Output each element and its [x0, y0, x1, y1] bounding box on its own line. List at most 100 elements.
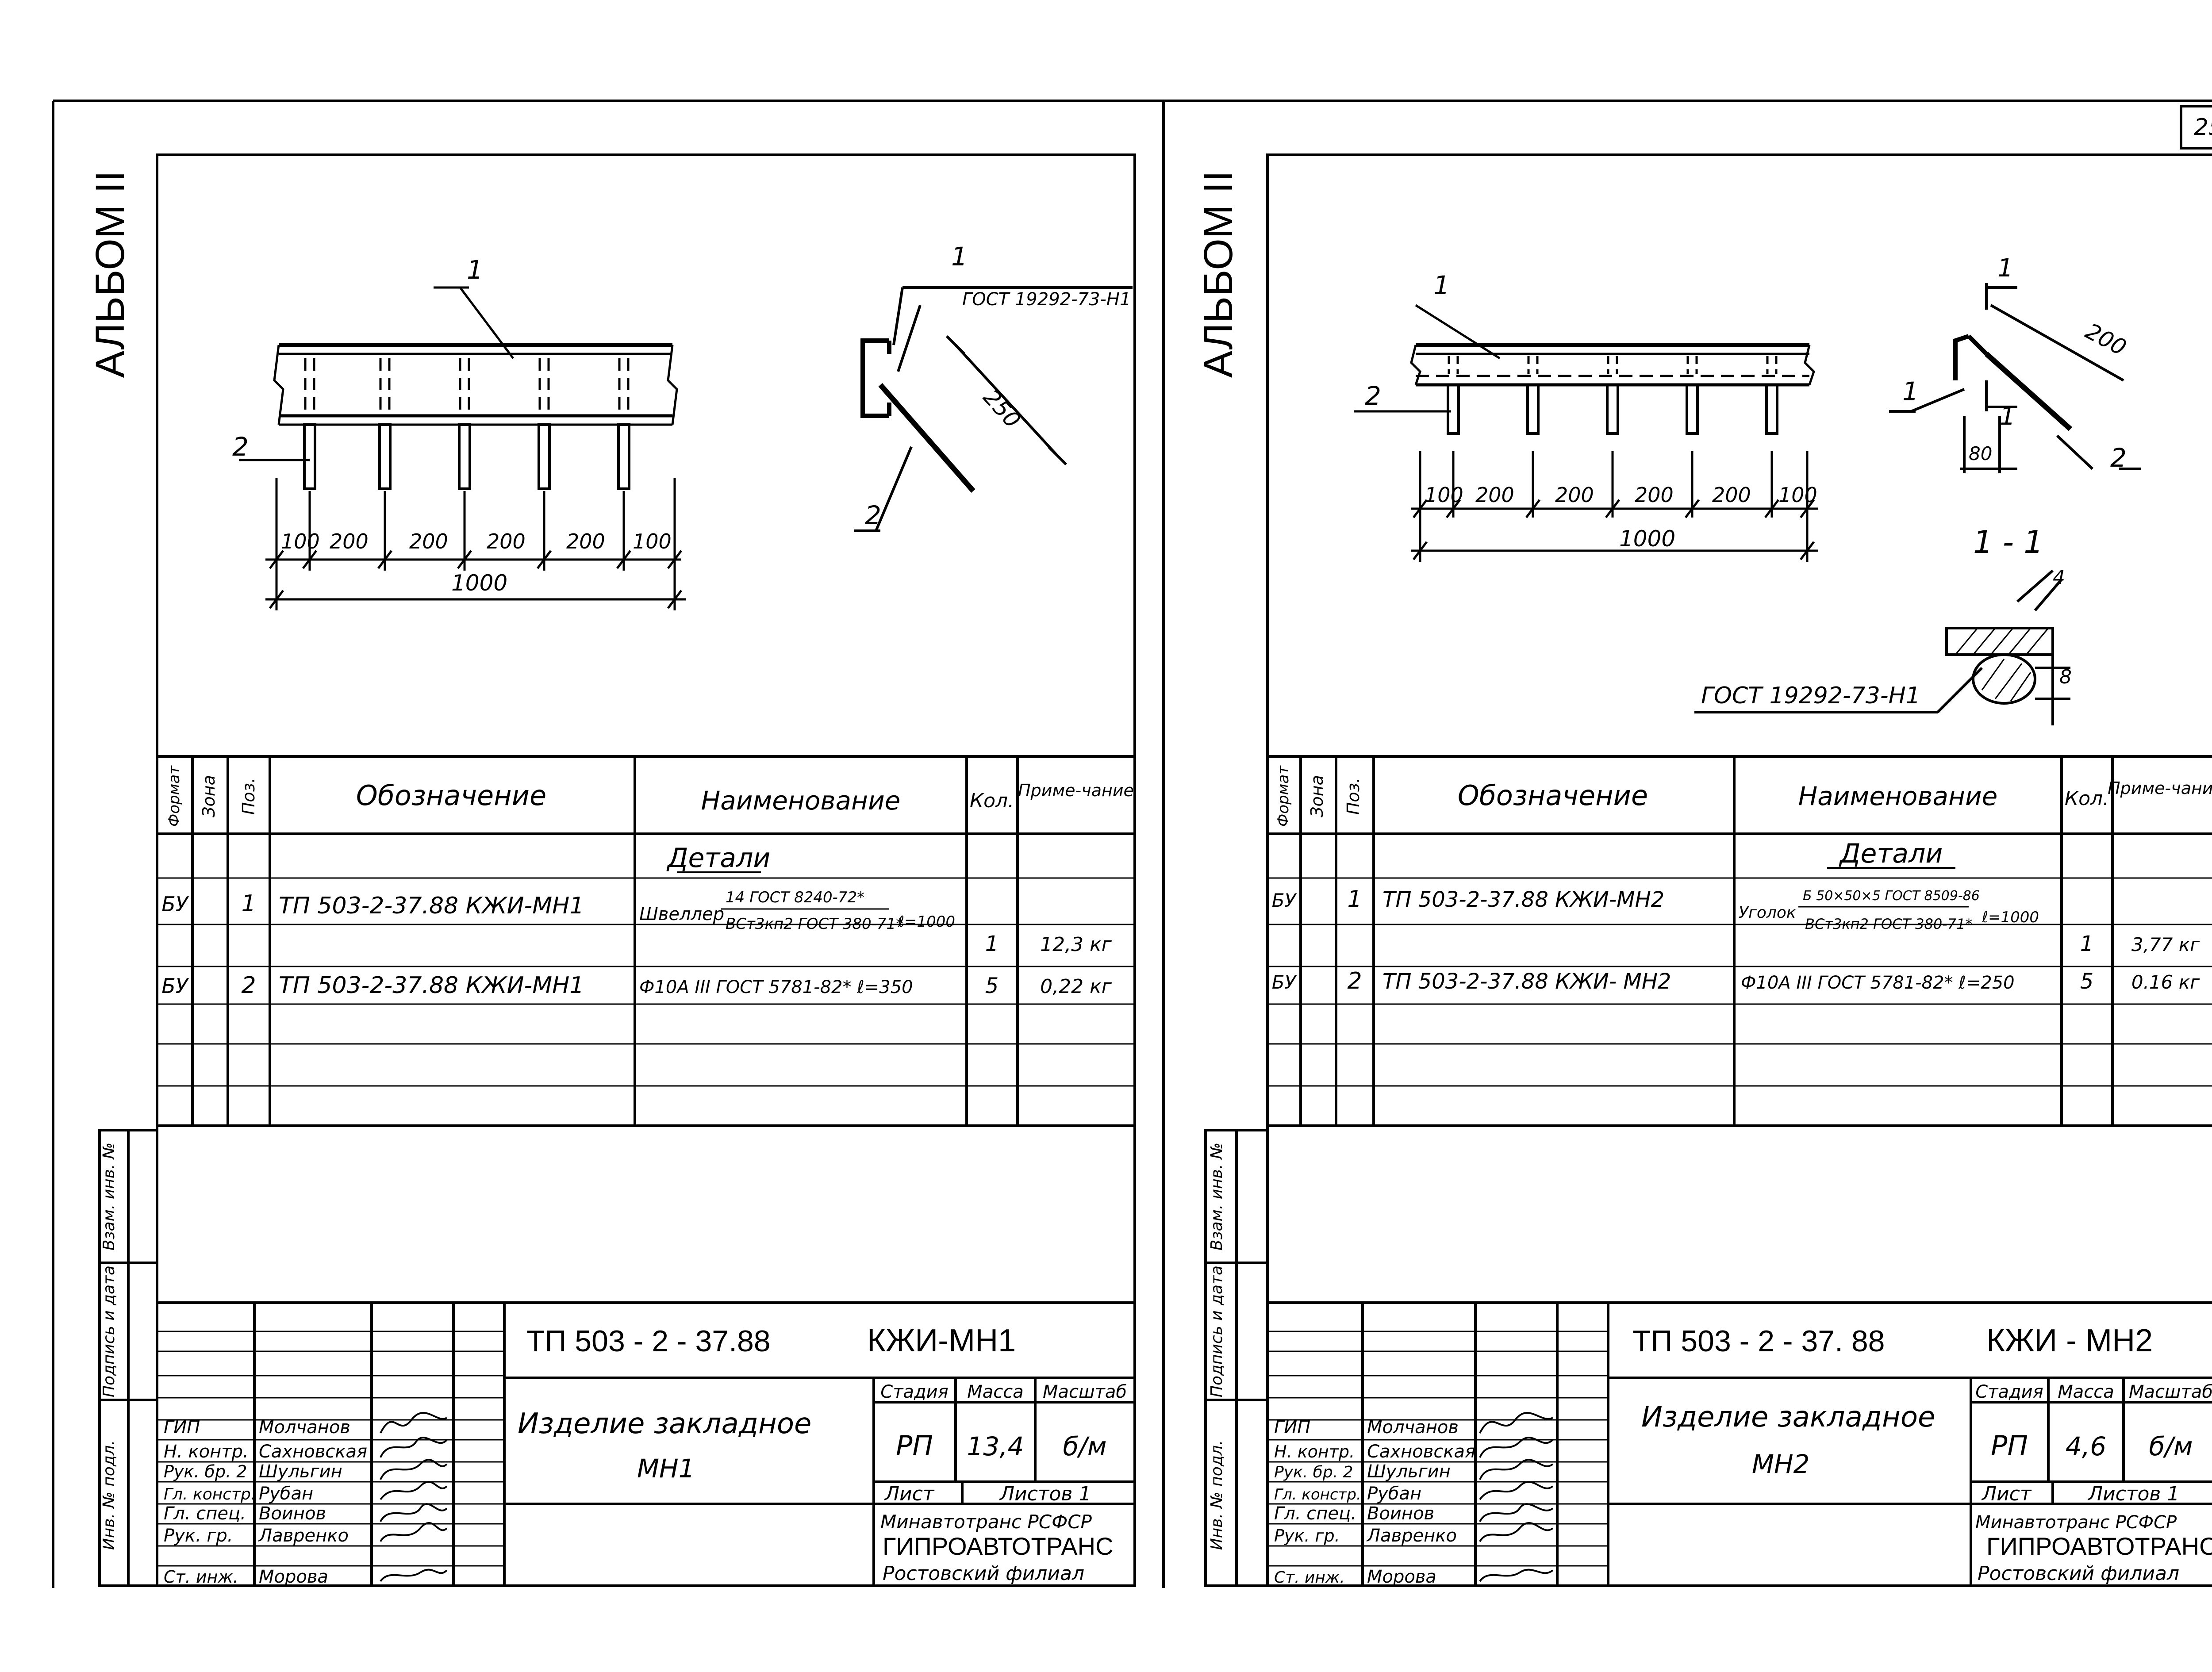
right-vzam-label: Взам. инв. №: [1208, 1143, 1226, 1250]
left-title-sheets: Листов 1: [999, 1483, 1091, 1505]
right-row2-designation: ТП 503-2-37.88 КЖИ- МН2: [1382, 969, 1671, 994]
right-person-name: Морова: [1367, 1567, 1436, 1587]
right-person-name: Шульгин: [1367, 1461, 1451, 1482]
right-spec-section: Детали: [1839, 838, 1943, 869]
right-row1-pos: 1: [1347, 886, 1362, 913]
left-spec-head-zone: Зона: [199, 775, 219, 817]
left-row1-name-top: 14 ГОСТ 8240-72*: [726, 889, 864, 906]
right-section-leader-2: 2: [2110, 443, 2127, 473]
right-weld-gost: ГОСТ 19292-73-Н1: [1701, 683, 1920, 709]
right-dim-total: 1000: [1619, 526, 1675, 552]
right-row1-designation: ТП 503-2-37.88 КЖИ-МН2: [1382, 887, 1664, 912]
right-title-people: ГИП Молчанов Н. контр. Сахновская Рук. б…: [1274, 1417, 1475, 1587]
right-person-role: Рук. бр. 2: [1274, 1463, 1353, 1481]
left-person-role: Н. контр.: [164, 1442, 249, 1462]
left-album-label: АЛЬБОМ II: [88, 171, 133, 378]
right-inv-label: Инв. № подл.: [1208, 1440, 1226, 1550]
left-title-mass-h: Масса: [967, 1382, 1024, 1402]
left-sign-label: Подпись и дата: [100, 1266, 118, 1397]
right-person-role: Ст. инж.: [1274, 1568, 1345, 1587]
left-row1-designation: ТП 503-2-37.88 КЖИ-МН1: [279, 893, 584, 919]
left-title-name: Изделие закладное: [518, 1407, 811, 1440]
right-dim-5: 200: [1712, 483, 1751, 507]
right-spec-head-format: Формат: [1275, 765, 1292, 827]
right-row2-note: 0.16 кг: [2131, 971, 2200, 993]
left-title-name2: МН1: [637, 1453, 695, 1484]
left-plan-leader-1: 1: [467, 255, 483, 285]
right-spec-head-note: Приме-чание: [2108, 778, 2212, 798]
right-signatures: [1479, 1412, 1554, 1582]
right-title-org2: ГИПРОАВТОТРАНС: [1986, 1532, 2212, 1560]
right-title-code: ТП 503 - 2 - 37. 88: [1632, 1324, 1885, 1358]
left-row2-note: 0,22 кг: [1040, 975, 1112, 998]
right-title-name: Изделие закладное: [1641, 1401, 1935, 1434]
right-row1-name-len: ℓ=1000: [1982, 909, 2039, 926]
right-section-dim-200: 200: [2081, 318, 2130, 360]
left-title-mark: КЖИ-МН1: [867, 1323, 1016, 1358]
left-person-name: Рубан: [259, 1484, 313, 1504]
left-spec-head-format: Формат: [165, 765, 183, 827]
left-spec-head-pos: Поз.: [239, 778, 258, 815]
right-title-mark: КЖИ - МН2: [1986, 1323, 2153, 1358]
left-plan-leader-2: 2: [232, 432, 249, 462]
left-sheet: АЛЬБОМ II Взам. инв. № Подпись и дата Ин…: [88, 153, 1136, 1587]
left-person-name: Молчанов: [259, 1417, 350, 1438]
left-spec-table: [157, 755, 1135, 1127]
right-row1-qty: 1: [2080, 932, 2094, 956]
left-row2-name: Ф10А III ГОСТ 5781-82* ℓ=350: [639, 977, 913, 997]
right-row1-name-top: Б 50×50×5 ГОСТ 8509-86: [1803, 888, 1980, 904]
left-inner-frame: [156, 153, 1136, 1587]
right-person-name: Лавренко: [1366, 1526, 1457, 1546]
right-dim-2: 200: [1475, 483, 1514, 507]
left-row1-name-bottom: ВСт3кп2 ГОСТ 380-71*: [726, 915, 903, 933]
right-title-name2: МН2: [1752, 1449, 1810, 1479]
left-signatures: [380, 1412, 448, 1582]
right-person-name: Воинов: [1367, 1503, 1434, 1524]
left-title-stage: РП: [896, 1430, 933, 1462]
right-sheet: АЛЬБОМ II Взам. инв. № Подпись и дата Ин…: [1196, 153, 2212, 1587]
left-person-name: Шульгин: [259, 1461, 342, 1482]
right-person-name: Молчанов: [1367, 1417, 1459, 1438]
right-title-sheets: Листов 1: [2087, 1483, 2179, 1505]
right-title-scale: б/м: [2149, 1431, 2193, 1461]
left-spec-head-note: Приме-чание: [1018, 781, 1134, 800]
right-spec-head-name: Наименование: [1798, 781, 1998, 811]
left-row2-designation: ТП 503-2-37.88 КЖИ-МН1: [279, 972, 584, 999]
right-plan-leader-2: 2: [1365, 381, 1381, 411]
left-title-code: ТП 503 - 2 - 37.88: [526, 1324, 771, 1358]
left-person-role: Рук. бр. 2: [164, 1462, 247, 1481]
left-row2-format: БУ: [161, 974, 189, 998]
right-section-view: [1889, 283, 2141, 473]
right-person-role: ГИП: [1274, 1417, 1310, 1438]
right-spec-head-pos: Поз.: [1344, 778, 1363, 815]
right-section-mark-1: 1: [1997, 254, 2013, 283]
right-person-role: Н. контр.: [1274, 1442, 1355, 1461]
right-title-block: [1267, 1301, 2212, 1586]
left-plan-view: [239, 286, 686, 610]
left-person-role: Гл. спец.: [164, 1503, 246, 1524]
right-row1-name-a: Уголок: [1739, 904, 1796, 922]
left-spec-section: Детали: [666, 843, 771, 874]
left-person-name: Воинов: [259, 1503, 326, 1524]
left-spec-head-name: Наименование: [701, 786, 901, 816]
right-spec-head-qty: Кол.: [2065, 787, 2109, 810]
left-person-name: Сахновская: [259, 1442, 367, 1462]
left-spec-head-designation: Обозначение: [356, 779, 546, 812]
right-dim-1: 100: [1425, 483, 1463, 507]
left-person-role: Ст. инж.: [164, 1567, 238, 1587]
right-title-scale-h: Масштаб: [2129, 1382, 2212, 1402]
left-title-stage-h: Стадия: [880, 1382, 948, 1402]
left-dim-2: 200: [330, 529, 369, 553]
right-dim-6: 100: [1778, 483, 1817, 507]
right-title-sheet: Лист: [1981, 1483, 2032, 1505]
right-title-stage: РП: [1991, 1430, 2028, 1462]
left-dim-4: 200: [487, 529, 526, 553]
right-row1-format: БУ: [1272, 890, 1297, 911]
right-dim-4: 200: [1635, 483, 1674, 507]
right-title-stage-h: Стадия: [1975, 1382, 2043, 1402]
right-spec-table: [1267, 755, 2212, 1127]
right-person-role: Гл. констр.: [1274, 1486, 1361, 1503]
left-row2-qty: 5: [985, 974, 999, 998]
left-row1-format: БУ: [161, 892, 189, 916]
page-number: 25: [2194, 114, 2212, 141]
